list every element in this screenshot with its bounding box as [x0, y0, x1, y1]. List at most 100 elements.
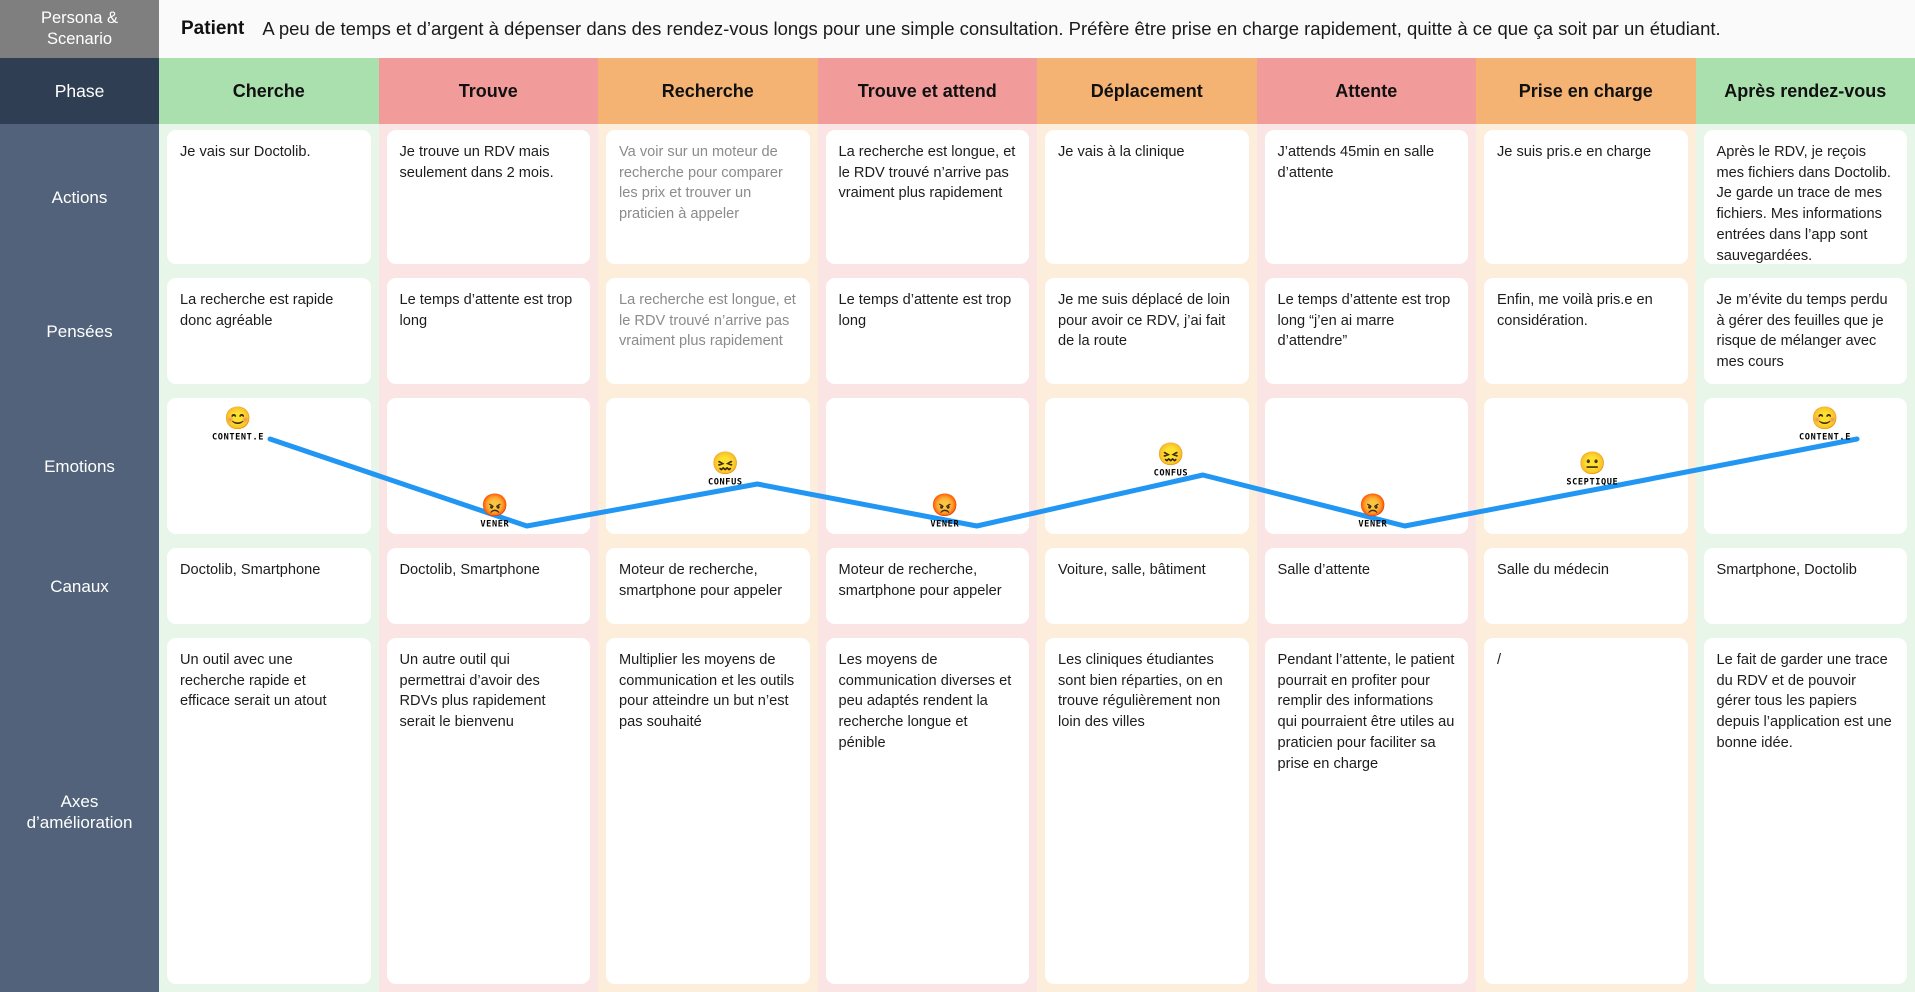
cell-pensees-0: La recherche est rapide donc agréable — [159, 272, 379, 392]
persona-title: Patient — [181, 18, 245, 39]
cell-emotions-5 — [1257, 392, 1477, 542]
cell-actions-4: Je vais à la clinique — [1037, 124, 1257, 272]
cell-axes-1: Un autre outil qui permettrai d’avoir de… — [379, 632, 599, 992]
card-axes-4[interactable]: Les cliniques étudiantes sont bien répar… — [1045, 638, 1249, 984]
cell-canaux-2: Moteur de recherche, smartphone pour app… — [598, 542, 818, 632]
cell-actions-3: La recherche est longue, et le RDV trouv… — [818, 124, 1038, 272]
cell-emotions-7 — [1696, 392, 1915, 542]
phase-header-6[interactable]: Prise en charge — [1476, 58, 1696, 124]
phase-header-2[interactable]: Recherche — [598, 58, 818, 124]
cell-pensees-4: Je me suis déplacé de loin pour avoir ce… — [1037, 272, 1257, 392]
cell-emotions-3 — [818, 392, 1038, 542]
card-pensees-6[interactable]: Enfin, me voilà pris.e en considération. — [1484, 278, 1688, 384]
cell-axes-7: Le fait de garder une trace du RDV et de… — [1696, 632, 1915, 992]
card-actions-3[interactable]: La recherche est longue, et le RDV trouv… — [825, 130, 1029, 264]
card-pensees-1[interactable]: Le temps d’attente est trop long — [386, 278, 590, 384]
cell-axes-0: Un outil avec une recherche rapide et ef… — [159, 632, 379, 992]
cell-pensees-1: Le temps d’attente est trop long — [379, 272, 599, 392]
journey-column-4: Je vais à la clinique Je me suis déplacé … — [1037, 124, 1257, 992]
phase-header-3[interactable]: Trouve et attend — [817, 58, 1037, 124]
card-actions-2[interactable]: Va voir sur un moteur de recherche pour … — [606, 130, 810, 264]
cell-pensees-6: Enfin, me voilà pris.e en considération. — [1476, 272, 1696, 392]
card-emotions-5[interactable] — [1264, 398, 1468, 534]
card-pensees-4[interactable]: Je me suis déplacé de loin pour avoir ce… — [1045, 278, 1249, 384]
card-canaux-5[interactable]: Salle d’attente — [1264, 548, 1468, 624]
persona-row-label: Persona & Scenario — [0, 0, 159, 58]
persona-description: A peu de temps et d’argent à dépenser da… — [262, 18, 1721, 39]
card-axes-5[interactable]: Pendant l’attente, le patient pourrait e… — [1264, 638, 1468, 984]
phase-header-1[interactable]: Trouve — [378, 58, 598, 124]
card-canaux-0[interactable]: Doctolib, Smartphone — [167, 548, 371, 624]
journey-column-5: J’attends 45min en salle d’attente Le tem… — [1256, 124, 1477, 992]
card-emotions-2[interactable] — [606, 398, 810, 534]
row-label-emotions: Emotions — [44, 457, 115, 477]
card-emotions-3[interactable] — [825, 398, 1029, 534]
card-pensees-3[interactable]: Le temps d’attente est trop long — [825, 278, 1029, 384]
cell-canaux-4: Voiture, salle, bâtiment — [1037, 542, 1257, 632]
phase-header-4[interactable]: Déplacement — [1037, 58, 1257, 124]
card-axes-1[interactable]: Un autre outil qui permettrai d’avoir de… — [386, 638, 590, 984]
card-axes-0[interactable]: Un outil avec une recherche rapide et ef… — [167, 638, 371, 984]
card-emotions-0[interactable] — [167, 398, 371, 534]
cell-canaux-6: Salle du médecin — [1476, 542, 1696, 632]
journey-column-1: Je trouve un RDV mais seulement dans 2 m… — [378, 124, 599, 992]
card-pensees-7[interactable]: Je m’évite du temps perdu à gérer des fe… — [1703, 278, 1907, 384]
card-pensees-2[interactable]: La recherche est longue, et le RDV trouv… — [606, 278, 810, 384]
cell-axes-6: / — [1476, 632, 1696, 992]
card-actions-6[interactable]: Je suis pris.e en charge — [1484, 130, 1688, 264]
phase-row-label: Phase — [0, 58, 159, 124]
journey-column-2: Va voir sur un moteur de recherche pour … — [598, 124, 818, 992]
cell-axes-2: Multiplier les moyens de communication e… — [598, 632, 818, 992]
card-actions-5[interactable]: J’attends 45min en salle d’attente — [1264, 130, 1468, 264]
card-actions-4[interactable]: Je vais à la clinique — [1045, 130, 1249, 264]
card-canaux-7[interactable]: Smartphone, Doctolib — [1703, 548, 1907, 624]
cell-actions-5: J’attends 45min en salle d’attente — [1257, 124, 1477, 272]
card-axes-3[interactable]: Les moyens de communication diverses et … — [825, 638, 1029, 984]
phase-header-7[interactable]: Après rendez-vous — [1695, 58, 1915, 124]
card-emotions-7[interactable] — [1703, 398, 1907, 534]
cell-actions-6: Je suis pris.e en charge — [1476, 124, 1696, 272]
journey-column-7: Après le RDV, je reçois mes fichiers dan… — [1695, 124, 1915, 992]
cell-emotions-2 — [598, 392, 818, 542]
row-label-axes: Axes d’amélioration — [26, 791, 133, 832]
card-pensees-0[interactable]: La recherche est rapide donc agréable — [167, 278, 371, 384]
cell-pensees-2: La recherche est longue, et le RDV trouv… — [598, 272, 818, 392]
cell-canaux-1: Doctolib, Smartphone — [379, 542, 599, 632]
card-actions-1[interactable]: Je trouve un RDV mais seulement dans 2 m… — [386, 130, 590, 264]
cell-pensees-5: Le temps d’attente est trop long “j’en a… — [1257, 272, 1477, 392]
persona-scenario-bar: Patient A peu de temps et d’argent à dép… — [159, 0, 1915, 58]
card-emotions-4[interactable] — [1045, 398, 1249, 534]
cell-actions-2: Va voir sur un moteur de recherche pour … — [598, 124, 818, 272]
card-axes-2[interactable]: Multiplier les moyens de communication e… — [606, 638, 810, 984]
card-canaux-4[interactable]: Voiture, salle, bâtiment — [1045, 548, 1249, 624]
row-label-canaux: Canaux — [50, 577, 109, 597]
card-actions-0[interactable]: Je vais sur Doctolib. — [167, 130, 371, 264]
phase-header-5[interactable]: Attente — [1256, 58, 1476, 124]
card-actions-7[interactable]: Après le RDV, je reçois mes fichiers dan… — [1703, 130, 1907, 264]
cell-canaux-5: Salle d’attente — [1257, 542, 1477, 632]
phase-header-0[interactable]: Cherche — [159, 58, 379, 124]
cell-axes-4: Les cliniques étudiantes sont bien répar… — [1037, 632, 1257, 992]
card-emotions-1[interactable] — [386, 398, 590, 534]
cell-axes-5: Pendant l’attente, le patient pourrait e… — [1257, 632, 1477, 992]
card-axes-6[interactable]: / — [1484, 638, 1688, 984]
row-label-actions: Actions — [51, 188, 108, 208]
cell-emotions-6 — [1476, 392, 1696, 542]
cell-actions-1: Je trouve un RDV mais seulement dans 2 m… — [379, 124, 599, 272]
cell-pensees-3: Le temps d’attente est trop long — [818, 272, 1038, 392]
cell-emotions-4 — [1037, 392, 1257, 542]
cell-canaux-3: Moteur de recherche, smartphone pour app… — [818, 542, 1038, 632]
card-canaux-6[interactable]: Salle du médecin — [1484, 548, 1688, 624]
row-label-pensees: Pensées — [46, 322, 113, 342]
card-pensees-5[interactable]: Le temps d’attente est trop long “j’en a… — [1264, 278, 1468, 384]
card-canaux-3[interactable]: Moteur de recherche, smartphone pour app… — [825, 548, 1029, 624]
card-emotions-6[interactable] — [1484, 398, 1688, 534]
cell-canaux-7: Smartphone, Doctolib — [1696, 542, 1915, 632]
cell-emotions-1 — [379, 392, 599, 542]
card-axes-7[interactable]: Le fait de garder une trace du RDV et de… — [1703, 638, 1907, 984]
card-canaux-2[interactable]: Moteur de recherche, smartphone pour app… — [606, 548, 810, 624]
card-canaux-1[interactable]: Doctolib, Smartphone — [386, 548, 590, 624]
cell-axes-3: Les moyens de communication diverses et … — [818, 632, 1038, 992]
